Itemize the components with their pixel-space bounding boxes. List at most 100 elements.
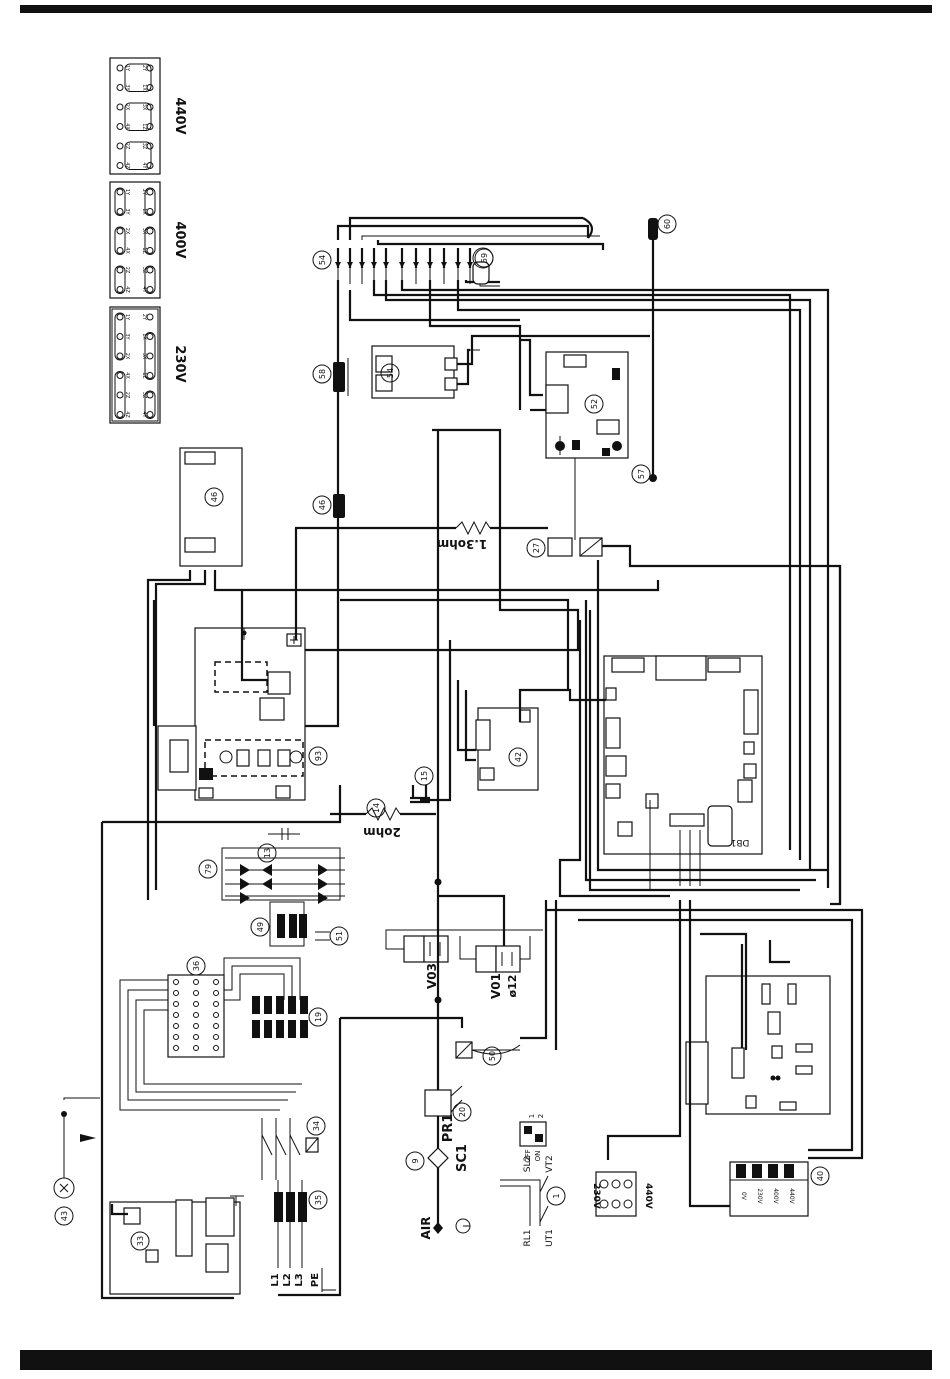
air-label: AIR [419, 1217, 433, 1240]
valve-v03-label: V03 [425, 963, 439, 989]
component-number-58: 58 [318, 369, 327, 379]
component-number-circle [657, 214, 677, 234]
terminal-pin [116, 372, 124, 379]
component-number-circle [186, 956, 206, 976]
valve-v01: V01 ø12 [459, 936, 531, 999]
connector-pin-tip [335, 262, 341, 268]
terminal-label: 3Z [141, 267, 147, 274]
component-number-60: 60 [663, 219, 672, 229]
terminal-pin [116, 247, 124, 254]
terminal-pin [116, 123, 124, 130]
terminal-pin [193, 1023, 199, 1029]
dip-off: OFF [524, 1149, 532, 1163]
power-block-label-0v: 0V [740, 1192, 747, 1201]
component-number-46: 46 [210, 492, 219, 502]
component-number-46: 46 [318, 500, 327, 510]
component-number-34: 34 [312, 1121, 321, 1131]
terminal-label: 1Y [124, 314, 130, 321]
terminal-pin [193, 1045, 199, 1051]
pressure-switch-pr1: PR1 [424, 1085, 463, 1143]
terminal-pin [116, 208, 124, 215]
component-number-1: 1 [552, 1193, 561, 1198]
upper-harness [336, 216, 830, 888]
connector-pin-tip [359, 262, 365, 268]
terminal-pin [193, 1012, 199, 1018]
ut1-label: UT1 [545, 1229, 555, 1247]
component-number-27: 27 [532, 543, 541, 553]
voltage-panel-400v: 400V [109, 181, 187, 299]
component-number-54: 54 [386, 368, 395, 378]
terminal-label: 1Z [141, 123, 147, 130]
valve-v01-diameter: ø12 [506, 975, 519, 998]
dip-switch: ON OFF 1 2 [519, 1114, 547, 1163]
terminal-link [114, 226, 126, 255]
component-number-9: 9 [411, 1158, 420, 1163]
terminal-label: 1X [141, 333, 147, 340]
resistor-2ohm: 2ohm [330, 806, 436, 839]
terminal-label: 2Z [124, 267, 130, 274]
main-switch-34 [261, 1118, 319, 1180]
l1-label: L1 [270, 1273, 281, 1286]
terminal-pin [116, 352, 124, 360]
terminal-pin [173, 1045, 179, 1051]
connector-pin-tip [383, 262, 389, 268]
terminal-link [144, 332, 156, 380]
terminal-pin [116, 391, 124, 399]
component-number-19: 19 [314, 1012, 323, 1022]
terminal-label: 4Y [141, 286, 147, 293]
connector-pin-tip [413, 262, 419, 268]
terminal-pin [213, 1023, 219, 1029]
terminal-link [144, 226, 156, 255]
resistor-1-3ohm-value: 1.3ohm [437, 537, 488, 551]
voltage-panel-label: 440V [172, 97, 187, 134]
l3-label: L3 [294, 1273, 305, 1286]
rectifier-79 [221, 828, 345, 904]
fan-motor-43 [53, 1097, 100, 1199]
terminal-pin [146, 313, 154, 321]
terminal-pin [116, 84, 124, 91]
terminal-pin [146, 391, 154, 399]
terminal-pin [116, 227, 124, 235]
terminal-pin [173, 979, 179, 985]
terminal-label: 1Y [124, 189, 130, 196]
terminal-link [144, 390, 156, 419]
voltage-panel-230v: 230V [109, 306, 187, 424]
terminal-label: 3Y [124, 84, 130, 91]
component-number-circle [405, 1151, 425, 1171]
pressure-switch-label: PR1 [441, 1114, 456, 1143]
component-number-circle [482, 1046, 502, 1066]
fuses-35: L1 L2 L3 PE [270, 1180, 336, 1292]
component-50 [455, 1041, 521, 1059]
resistor-2ohm-value: 2ohm [363, 825, 401, 839]
power-block-40: 0V 230V 400V 440V [729, 1161, 809, 1217]
connector-pin-tip [427, 262, 433, 268]
terminal-pin [116, 188, 124, 196]
component-number-circle [631, 464, 651, 484]
component-51 [315, 931, 330, 941]
sl2-label: SL2 [523, 1156, 533, 1172]
terminal-pin [193, 979, 199, 985]
terminal-label: 2Z [124, 143, 130, 150]
component-number-circle [308, 1190, 328, 1210]
terminal-link [114, 371, 126, 419]
terminal-pin [116, 142, 124, 150]
terminal-pin [146, 208, 154, 215]
bottom-border-bar [20, 1350, 932, 1370]
terminal-pin [116, 286, 124, 293]
voltage-panel-label: 230V [172, 345, 187, 382]
dip-1: 1 [528, 1114, 536, 1118]
terminal-link [114, 265, 126, 294]
terminal-link [124, 102, 152, 131]
connector-pin-tip [371, 262, 377, 268]
component-number-circle [414, 766, 434, 786]
dip-2: 2 [537, 1114, 545, 1118]
terminal-pin [213, 979, 219, 985]
terminal-link [114, 187, 126, 216]
component-number-50: 50 [488, 1051, 497, 1061]
terminal-pin [146, 266, 154, 274]
component-number-circle [308, 1007, 328, 1027]
terminal-pin [116, 103, 124, 111]
terminal-label: 4Y [141, 411, 147, 418]
terminal-label: 4X [124, 372, 130, 379]
